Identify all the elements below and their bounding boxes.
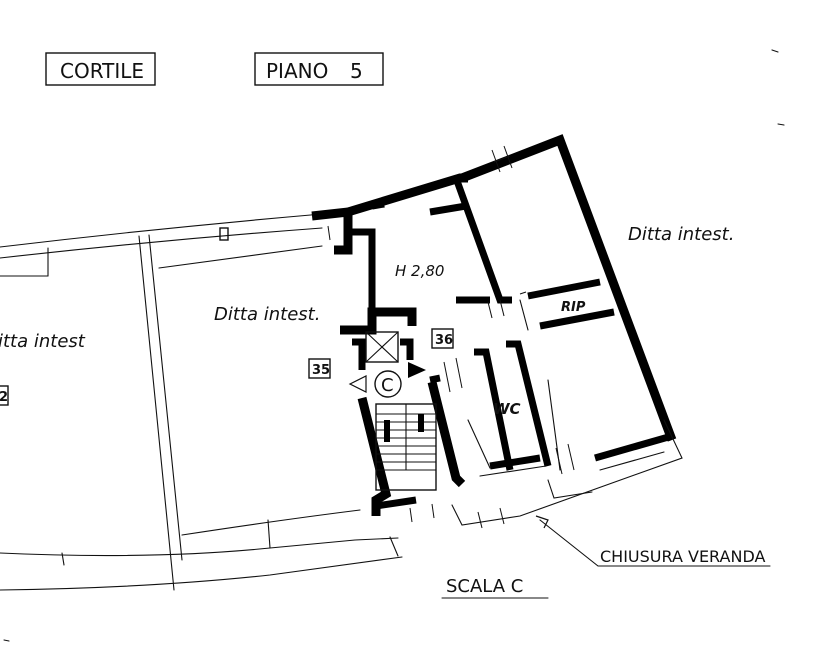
cortile-box: CORTILE bbox=[45, 52, 156, 86]
left-building-outline bbox=[0, 213, 403, 591]
piano-label: PIANO bbox=[266, 59, 328, 83]
stair-c-letter: C bbox=[381, 375, 394, 396]
veranda-label: CHIUSURA VERANDA bbox=[600, 547, 765, 566]
staircase bbox=[375, 403, 437, 491]
arrow-left-icon bbox=[348, 375, 367, 393]
edge-mark bbox=[771, 49, 779, 53]
scala-label: SCALA C bbox=[446, 576, 523, 597]
stair-c-marker: C bbox=[348, 362, 426, 398]
window-ticks bbox=[327, 145, 575, 529]
elevator-shaft bbox=[365, 331, 399, 363]
piano-box: PIANO 5 bbox=[254, 52, 384, 86]
piano-number: 5 bbox=[350, 59, 363, 83]
unit-2-box: 2 bbox=[0, 385, 9, 406]
unit-36-number: 36 bbox=[435, 333, 453, 348]
rip-label: RIP bbox=[561, 300, 586, 315]
right-unit-label: Ditta intest. bbox=[628, 224, 734, 245]
unit-35-box: 35 bbox=[308, 358, 331, 379]
stair-arrow bbox=[384, 420, 390, 442]
stair-arrow bbox=[418, 414, 424, 432]
scala-title: SCALA C bbox=[441, 576, 549, 599]
edge-mark bbox=[3, 639, 10, 642]
arrow-right-icon bbox=[408, 362, 426, 378]
edge-mark bbox=[777, 123, 785, 126]
left-unit-label: itta intest bbox=[0, 331, 86, 352]
height-label: H 2,80 bbox=[395, 262, 444, 280]
veranda-annotation: CHIUSURA VERANDA bbox=[535, 515, 771, 567]
unit-36-box: 36 bbox=[431, 328, 454, 349]
leader-arrow-icon bbox=[535, 515, 549, 529]
cortile-label: CORTILE bbox=[60, 59, 144, 83]
left-unit-number: 2 bbox=[0, 390, 8, 405]
walls bbox=[311, 134, 677, 516]
veranda-outline bbox=[451, 299, 683, 526]
wc-label: WC bbox=[493, 400, 521, 418]
unit-35-number: 35 bbox=[312, 363, 330, 378]
rip-box: RIP bbox=[561, 300, 586, 315]
middle-unit-label: Ditta intest. bbox=[214, 304, 320, 325]
